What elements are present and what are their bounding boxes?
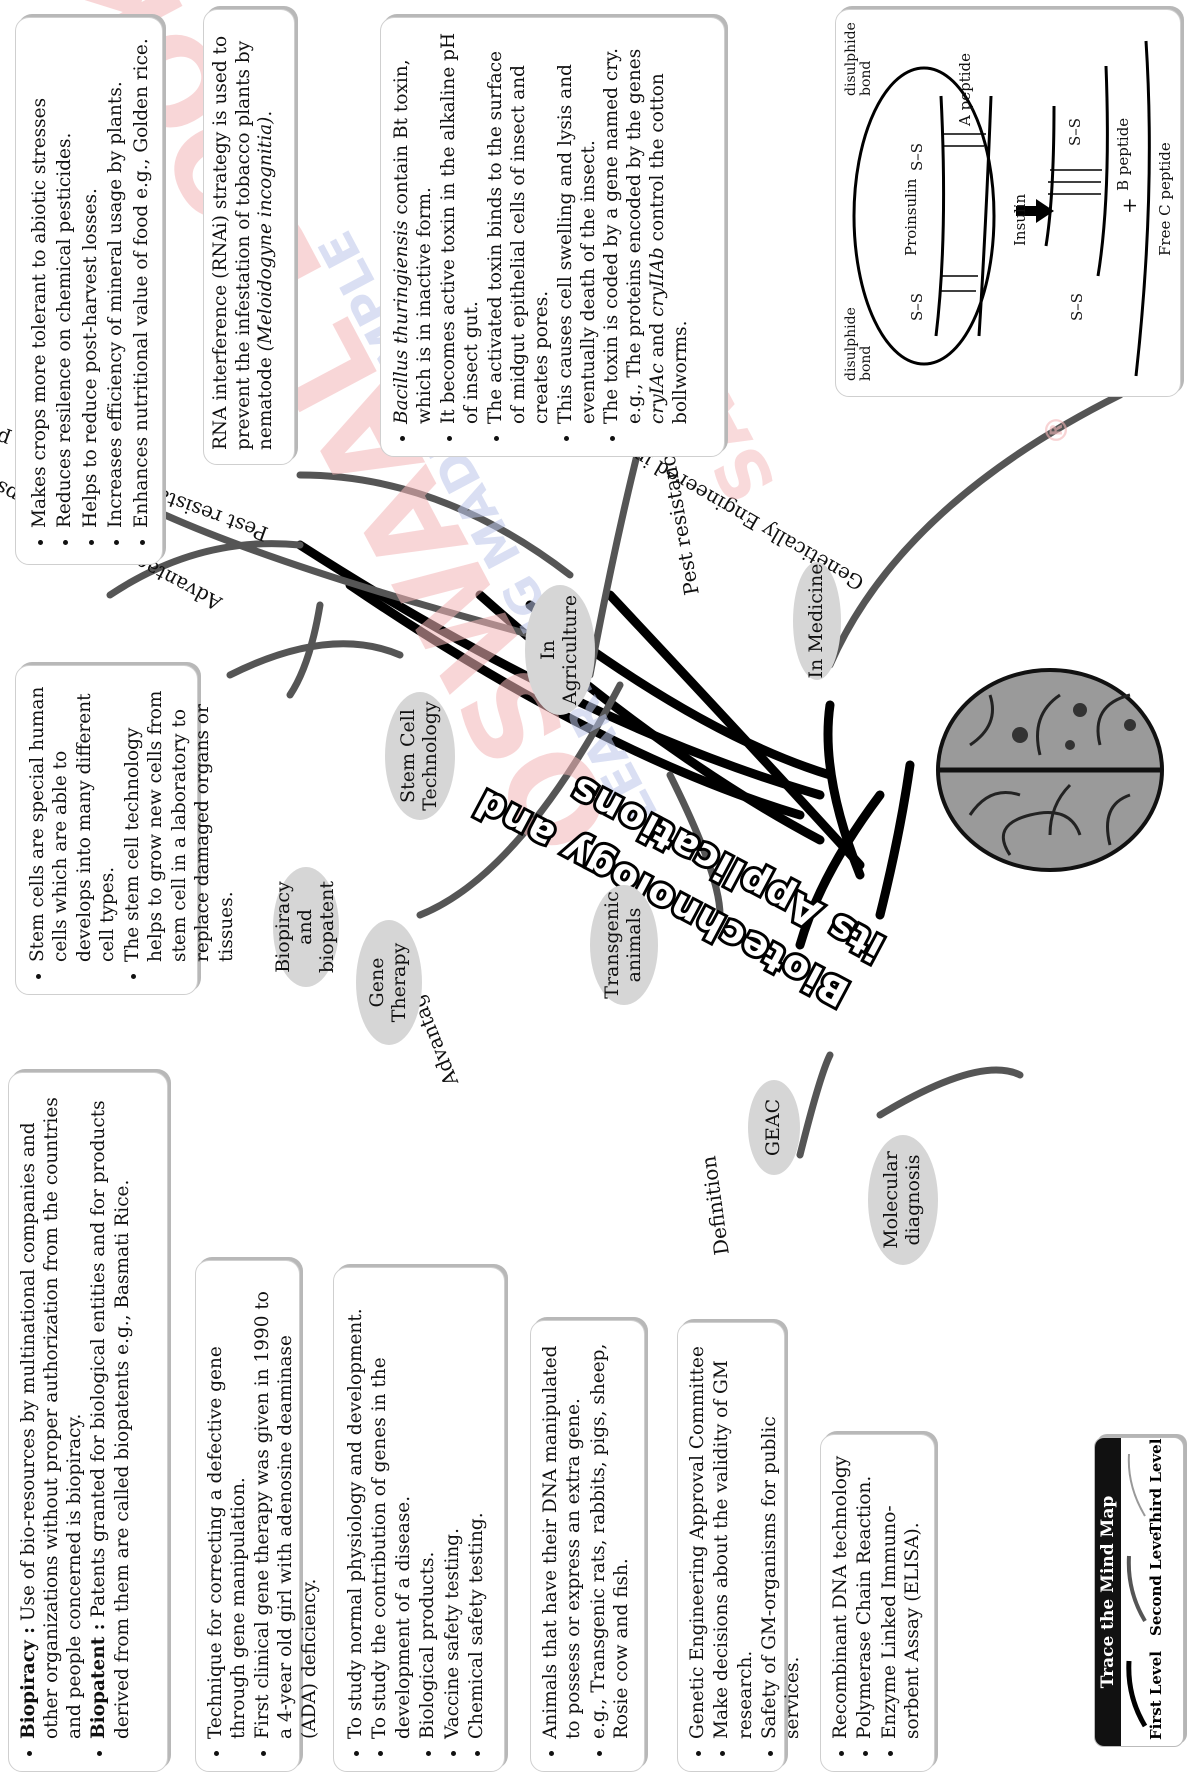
geac-item: Make decisions about the validity of GM … <box>710 1337 757 1739</box>
second-level-line-advantages <box>416 681 624 919</box>
plus-sign: + <box>1117 197 1141 214</box>
free-c-peptide-label: Free C peptide <box>1156 142 1174 256</box>
node-transgenic: Transgenic animals <box>590 885 658 1005</box>
biopiracy-item: Biopiracy : Use of bio-resources by mult… <box>17 1087 86 1739</box>
second-level-line-geac-box <box>796 1051 834 1159</box>
box-molecular: Recombinant DNA technology Polymerase Ch… <box>820 1434 935 1772</box>
legend-box: Trace the Mind Map First Level Second Le… <box>1094 1437 1184 1747</box>
node-in-agriculture: In Agriculture <box>525 585 595 715</box>
legend-second-level: Second Level <box>1147 1525 1165 1636</box>
disulphide-bond-label-right: disulphide bond <box>843 22 875 96</box>
disulphide-bond-label-left: disulphide bond <box>843 307 875 381</box>
box-advantages: To study normal physiology and developme… <box>333 1267 505 1772</box>
box-definition: Animals that have their DNA manipulated … <box>530 1320 645 1772</box>
geac-item: Genetic Engineering Approval Committee <box>686 1337 709 1739</box>
box-stem-cell: Stem cells are special human cells which… <box>15 665 237 995</box>
molecular-item: Recombinant DNA technology <box>829 1449 852 1739</box>
node-geac: GEAC <box>748 1080 800 1175</box>
biopatent-item: Biopatent : Patents granted for biologic… <box>87 1087 133 1739</box>
box-gm-crops: Makes crops more tolerant to abiotic str… <box>15 17 163 565</box>
second-level-line-gene-box <box>286 601 324 699</box>
first-level-line-molecular <box>875 760 915 920</box>
tobacco-text-end: . <box>255 110 277 117</box>
cotton-item: The activated toxin binds to the surface… <box>485 32 554 424</box>
insulin-diagram <box>852 40 1151 377</box>
first-level-line-geac <box>795 790 885 950</box>
node-gene-therapy: Gene Therapy <box>356 920 422 1045</box>
node-biopiracy: Biopiracy and biopatent <box>272 867 339 987</box>
gm-crops-item: Reduces resilence on chemical pesticides… <box>53 36 77 528</box>
box-geac: Genetic Engineering Approval Committee M… <box>677 1322 803 1772</box>
ss-label: S–S <box>1068 292 1086 321</box>
node-molecular: Molecular diagnosis <box>868 1135 938 1265</box>
biopiracy-term: Biopiracy : <box>18 1627 39 1739</box>
gene-therapy-item: Technique for correcting a defective gen… <box>204 1275 250 1739</box>
second-level-line-molecular-box <box>876 1066 1024 1119</box>
first-level-line-biopiracy <box>345 580 805 820</box>
advantages-item: To study the contribution of genes in th… <box>368 1282 415 1739</box>
cotton-item-text: and <box>647 316 669 364</box>
advantages-item: To study normal physiology and developme… <box>344 1282 367 1739</box>
cotton-item: It becomes active toxin in the alkaline … <box>438 32 484 424</box>
gene-therapy-item: First clinical gene therapy was given in… <box>251 1275 320 1739</box>
ss-label: S–S <box>1066 117 1084 146</box>
box-cotton: Bacillus thuringiensis contain Bt toxin,… <box>380 17 725 457</box>
box-tobacco: RNA interference (RNAi) strategy is used… <box>203 9 295 465</box>
node-in-medicine: In Medicine <box>793 562 841 680</box>
stem-cell-item: Stem cells are special human cells which… <box>26 680 120 962</box>
second-level-line-definition <box>666 771 724 919</box>
molecular-item: Polymerase Chain Reaction. <box>853 1449 876 1739</box>
stem-cell-item: The stem cell technology helps to grow n… <box>121 680 238 962</box>
tobacco-nematode-name: (Meloidogyne incognitia) <box>255 116 277 352</box>
insulin-label: Insulin <box>1011 193 1029 246</box>
gm-crops-item: Increases efficiency of mineral usage by… <box>104 36 128 528</box>
gm-crops-item: Makes crops more tolerant to abiotic str… <box>28 36 52 528</box>
second-level-line-biopiracy-box <box>106 540 304 599</box>
gene-name: cryIAc <box>647 363 669 424</box>
second-level-line-stem-box <box>226 640 404 679</box>
advantages-item: Chemical safety testing. <box>465 1282 488 1739</box>
bacillus-name: Bacillus thuringiensis <box>391 220 412 425</box>
cotton-item: The toxin is coded by a gene named cry. … <box>601 32 693 424</box>
advantages-item: Vaccine safety testing. <box>441 1282 464 1739</box>
gm-crops-item: Enhances nutritional value of food e.g.,… <box>130 36 154 528</box>
second-level-line-gm-crops <box>161 511 574 649</box>
definition-item: Animals that have their DNA manipulated … <box>539 1335 586 1739</box>
second-level-line-insulin <box>826 391 1124 669</box>
molecular-item: Enzyme Linked Immuno-sorbent Assay (ELIS… <box>878 1449 925 1739</box>
watermark-registered: ® <box>1040 415 1075 445</box>
brain-icon <box>936 668 1164 872</box>
gm-crops-item: Helps to reduce post-harvest losses. <box>79 36 103 528</box>
b-peptide-label: B peptide <box>1114 117 1132 191</box>
cotton-item: This causes cell swelling and lysis and … <box>555 32 601 424</box>
cotton-item-text: The toxin is coded by a gene named cry. … <box>601 48 646 424</box>
node-stem-cell: Stem Cell Technology <box>385 692 455 820</box>
ss-label: S–S <box>908 292 926 321</box>
cotton-item: Bacillus thuringiensis contain Bt toxin,… <box>391 32 437 424</box>
definition-item: e.g., Transgenic rats, rabbits, pigs, sh… <box>587 1335 634 1739</box>
geac-item: Safety of GM-organisms for public servic… <box>758 1337 805 1739</box>
legend-header: Trace the Mind Map <box>1095 1438 1121 1746</box>
a-peptide-label: A peptide <box>956 53 974 126</box>
box-biopiracy: Biopiracy : Use of bio-resources by mult… <box>8 1072 168 1772</box>
gene-name: cryIIAb <box>647 247 669 317</box>
box-gene-therapy: Technique for correcting a defective gen… <box>195 1260 320 1772</box>
proinsulin-label: Proinsulin <box>902 178 920 256</box>
box-insulin-diagram: Proinsulin S–S S–S disulphide bond disul… <box>835 9 1181 397</box>
legend-first-level: First Level <box>1147 1651 1165 1740</box>
biopatent-term: Biopatent : <box>88 1623 110 1739</box>
ss-label: S–S <box>908 142 926 171</box>
legend-third-level: Third Level <box>1147 1438 1165 1534</box>
advantages-item: Biological products. <box>416 1282 439 1739</box>
legend-line-samples <box>1126 1453 1148 1728</box>
second-level-line-tobacco <box>296 471 574 579</box>
